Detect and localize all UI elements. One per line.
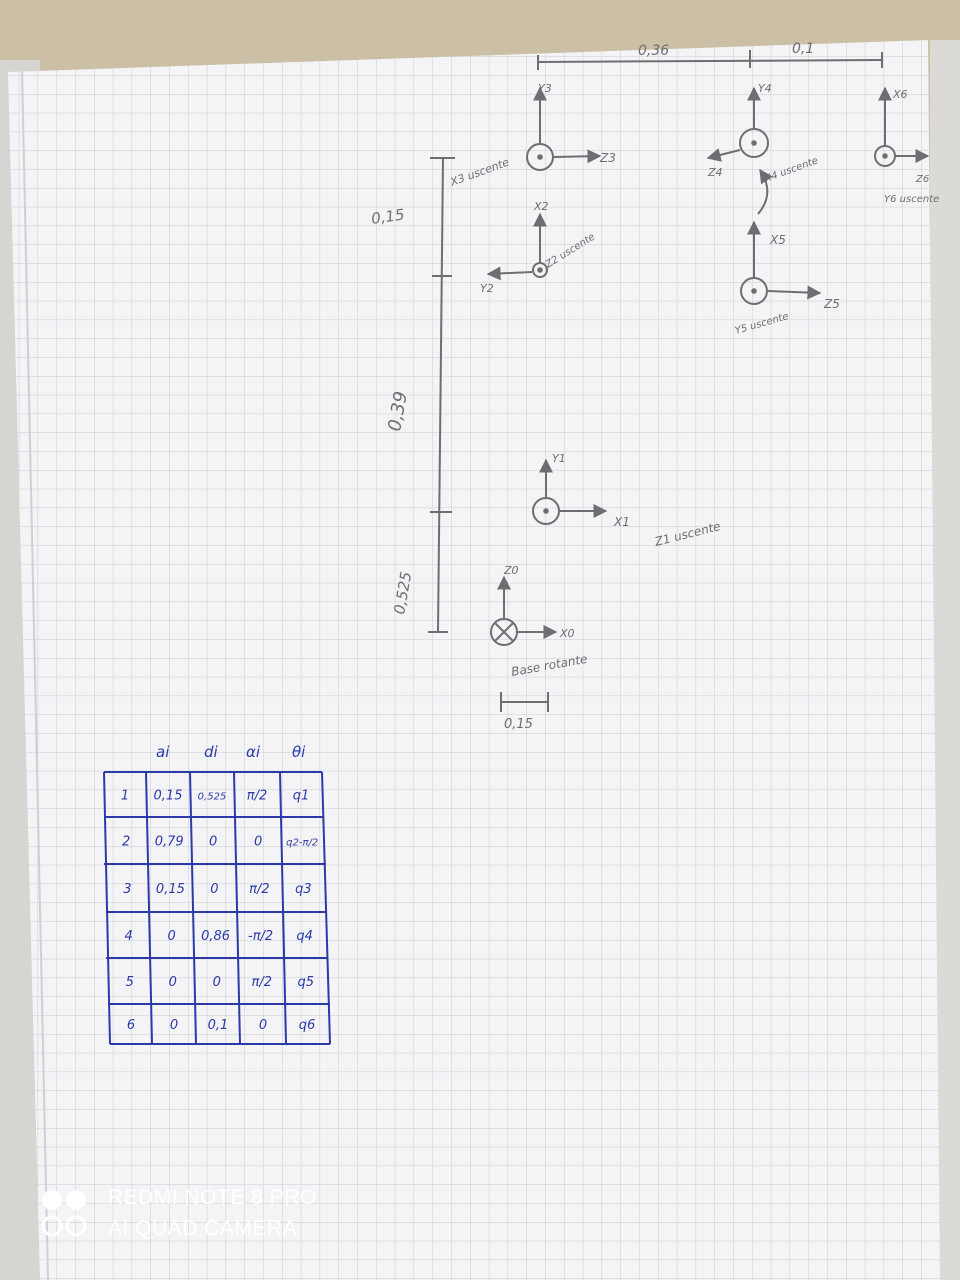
robot-frames-sketch <box>428 50 930 712</box>
frame-4-icon <box>706 86 769 162</box>
label-z3: Z3 <box>599 151 616 165</box>
frame-6-icon <box>874 86 930 167</box>
table-cell: 0 <box>167 929 175 944</box>
table-cell: q2-π/2 <box>286 838 318 849</box>
camera-lens-icon <box>41 1190 87 1237</box>
table-cell: π/2 <box>249 882 269 897</box>
frame-5-icon <box>740 168 822 305</box>
dim-top-left: 0,36 <box>638 43 669 59</box>
label-z5: Z5 <box>823 297 840 311</box>
table-row-index: 4 <box>124 929 132 944</box>
label-z0: Z0 <box>503 564 519 577</box>
table-row-index: 1 <box>121 789 129 804</box>
table-cell: π/2 <box>247 789 267 804</box>
table-cell: 0,86 <box>201 929 230 944</box>
table-cell: q6 <box>299 1018 316 1033</box>
table-header: αi <box>246 743 261 761</box>
table-row-index: 2 <box>122 835 130 850</box>
table-cell: 0,525 <box>198 792 227 803</box>
label-y1: Y1 <box>552 452 566 465</box>
table-row-index: 5 <box>126 975 134 990</box>
frame-2-icon <box>486 212 548 281</box>
notebook-page <box>8 40 940 1280</box>
label-y6-note: Y6 uscente <box>884 194 939 205</box>
table-cell: 0,15 <box>156 882 185 897</box>
label-z6: Z6 <box>915 174 929 185</box>
label-z4: Z4 <box>707 166 723 179</box>
table-cell: π/2 <box>252 975 272 990</box>
table-cell: q5 <box>298 975 315 990</box>
table-cell: q3 <box>295 882 312 897</box>
table-cell: 0 <box>254 835 262 850</box>
dim-top-right: 0,1 <box>792 41 814 57</box>
table-row-index: 3 <box>123 882 131 897</box>
table-cell: 0 <box>170 1018 178 1033</box>
label-x2: X2 <box>533 200 549 213</box>
label-x1: X1 <box>613 515 630 529</box>
table-cell: 0 <box>209 835 217 850</box>
table-cell: q1 <box>293 789 310 804</box>
table-cell: 0,79 <box>155 835 184 850</box>
table-header: di <box>204 743 219 761</box>
label-y2: Y2 <box>480 282 494 295</box>
table-cell: 0,1 <box>208 1018 229 1033</box>
table-cell: 0 <box>259 1018 267 1033</box>
watermark-line1: REDMI NOTE 8 PRO <box>108 1186 317 1209</box>
table-cell: 0 <box>169 975 177 990</box>
dim-seg-top: 0,15 <box>370 205 406 227</box>
table-header: θi <box>292 743 306 761</box>
table-cell: 0 <box>210 882 218 897</box>
watermark-line2: AI QUAD CAMERA <box>108 1217 298 1240</box>
table-cell: -π/2 <box>248 929 273 944</box>
label-x5: X5 <box>769 233 786 247</box>
table-header: ai <box>156 743 170 761</box>
table-row-index: 6 <box>127 1018 135 1033</box>
label-y4: Y4 <box>758 82 772 95</box>
table-cell: 0,15 <box>154 789 183 804</box>
label-x0: X0 <box>559 627 575 640</box>
dim-base-width: 0,15 <box>504 717 533 732</box>
table-cell: q4 <box>296 929 313 944</box>
label-y3: Y3 <box>538 82 552 95</box>
table-cell: 0 <box>213 975 221 990</box>
frame-3-icon <box>526 86 602 171</box>
frame-1-icon <box>532 458 608 525</box>
label-x6: X6 <box>892 88 908 101</box>
frame-0-icon <box>490 575 558 646</box>
